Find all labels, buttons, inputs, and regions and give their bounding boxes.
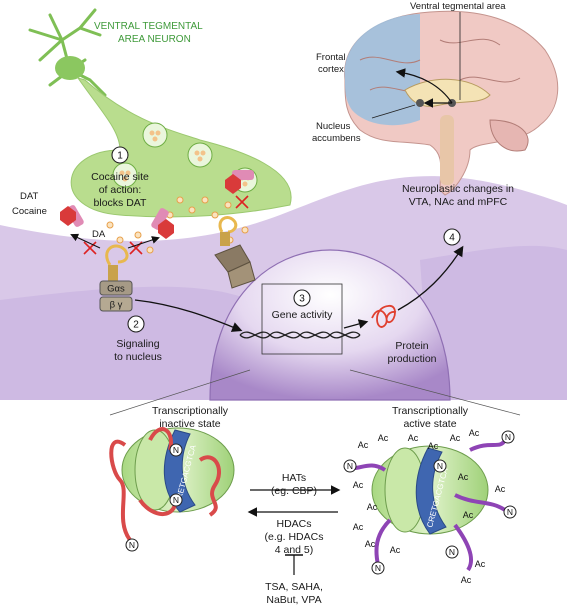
signaling-arrow <box>134 299 243 332</box>
acetyl-marks: Ac Ac Ac Ac Ac Ac Ac Ac Ac Ac Ac Ac Ac A… <box>353 428 506 585</box>
protein-label-line-1: Protein <box>395 340 428 352</box>
gene-activity-box <box>261 283 343 355</box>
step-2-marker: 2 <box>127 315 145 333</box>
acetyl-mark: Ac <box>428 441 439 451</box>
zoom-line-right <box>349 369 521 416</box>
brain-label-vta: Ventral tegmental area <box>410 1 506 12</box>
step-3-marker: 3 <box>293 289 311 307</box>
active-label-line-2: active state <box>403 418 456 430</box>
g-protein: Gαs β γ <box>99 280 133 312</box>
protein-squiggle <box>371 305 397 328</box>
neuron-label-line-2: AREA NEURON <box>118 34 191 45</box>
da-arrow-left <box>70 233 101 249</box>
protein-label-line-2: production <box>387 353 436 365</box>
g-beta-gamma-label: β γ <box>110 300 123 311</box>
adenylyl-cyclase <box>214 244 256 289</box>
acetyl-mark: Ac <box>365 539 376 549</box>
step-4-marker: 4 <box>443 228 461 246</box>
active-nucleosome <box>349 438 507 572</box>
neuron-label-line-1: VENTRAL TEGMENTAL <box>94 21 203 32</box>
n-tail: N <box>173 495 179 505</box>
d1-receptor <box>105 244 129 281</box>
brain-illustration <box>344 10 559 196</box>
hdacs-label: HDACs <box>276 518 311 530</box>
cocaine-label: Cocaine <box>12 206 47 217</box>
dat-transporter-left <box>60 205 84 227</box>
inhibitors-line-1: TSA, SAHA, <box>265 581 323 593</box>
dna-helix <box>239 331 361 339</box>
hdacs-example-2: 4 and 5) <box>275 544 314 556</box>
nucleus-dome <box>209 249 451 401</box>
acetyl-mark: Ac <box>353 480 364 490</box>
step-4-line-2: VTA, NAc and mPFC <box>409 196 508 208</box>
acetyl-mark: Ac <box>390 545 401 555</box>
step-2-line-1: Signaling <box>116 338 159 350</box>
step-1-line-3: blocks DAT <box>94 197 147 209</box>
n-tail: N <box>129 540 135 550</box>
acetyl-mark: Ac <box>358 440 369 450</box>
n-tail: N <box>437 461 443 471</box>
hdacs-example-1: (e.g. HDACs <box>265 531 324 543</box>
acetyl-mark: Ac <box>353 522 364 532</box>
brain-label-nac-1: Nucleus <box>316 121 351 132</box>
postsynaptic-cell-lower <box>0 286 250 400</box>
neuroplastic-arrow <box>397 245 464 311</box>
step-2-line-2: to nucleus <box>114 351 162 363</box>
active-label-line-1: Transcriptionally <box>392 405 469 417</box>
active-n-terminals: N N N N N N <box>343 430 517 575</box>
acetyl-mark: Ac <box>495 484 506 494</box>
acetyl-mark: Ac <box>367 502 378 512</box>
inactive-n-terminals: N N N <box>125 443 183 552</box>
d1-receptor-right <box>218 216 238 246</box>
n-tail: N <box>505 432 511 442</box>
hats-example: (eg. CBP) <box>271 485 317 497</box>
zoom-line-left <box>109 369 251 416</box>
acetyl-mark: Ac <box>458 472 469 482</box>
acetyl-mark: Ac <box>475 559 486 569</box>
acetyl-mark: Ac <box>463 510 474 520</box>
brain-label-frontal-2: cortex <box>318 64 344 75</box>
step-1-number: 1 <box>117 151 123 162</box>
n-tail: N <box>507 507 513 517</box>
n-tail: N <box>347 461 353 471</box>
postsynaptic-cell-right <box>420 245 567 400</box>
acetyl-mark: Ac <box>408 433 419 443</box>
inhibitors-line-2: NaBut, VPA <box>266 594 321 606</box>
n-tail: N <box>173 445 179 455</box>
acetyl-mark: Ac <box>461 575 472 585</box>
n-tail: N <box>375 563 381 573</box>
dat-label: DAT <box>20 191 38 202</box>
hats-label: HATs <box>282 472 306 484</box>
step-1-marker: 1 <box>111 146 129 164</box>
dat-transporter-top-right <box>225 170 254 194</box>
nac-pointer <box>371 104 416 119</box>
step-1-line-2: of action: <box>99 184 142 196</box>
brain-label-frontal-1: Frontal <box>316 52 346 63</box>
acetyl-mark: Ac <box>378 433 389 443</box>
acetyl-mark: Ac <box>469 428 480 438</box>
acetyl-mark: Ac <box>450 433 461 443</box>
step-1-line-1: Cocaine site <box>91 171 149 183</box>
inactive-label-line-2: inactive state <box>159 418 220 430</box>
step-3-line-1: Gene activity <box>272 309 333 321</box>
step-3-number: 3 <box>299 294 305 305</box>
brain-label-nac-2: accumbens <box>312 133 361 144</box>
da-label: DA <box>92 229 106 240</box>
n-tail: N <box>449 547 455 557</box>
protein-arrow <box>343 319 369 329</box>
inactive-label-line-1: Transcriptionally <box>152 405 229 417</box>
step-2-number: 2 <box>133 320 139 331</box>
dat-transporter-right <box>151 208 174 239</box>
da-arrow-right <box>127 236 160 249</box>
step-4-number: 4 <box>449 233 455 244</box>
step-4-line-1: Neuroplastic changes in <box>402 183 514 195</box>
g-alpha-label: Gαs <box>107 284 125 295</box>
